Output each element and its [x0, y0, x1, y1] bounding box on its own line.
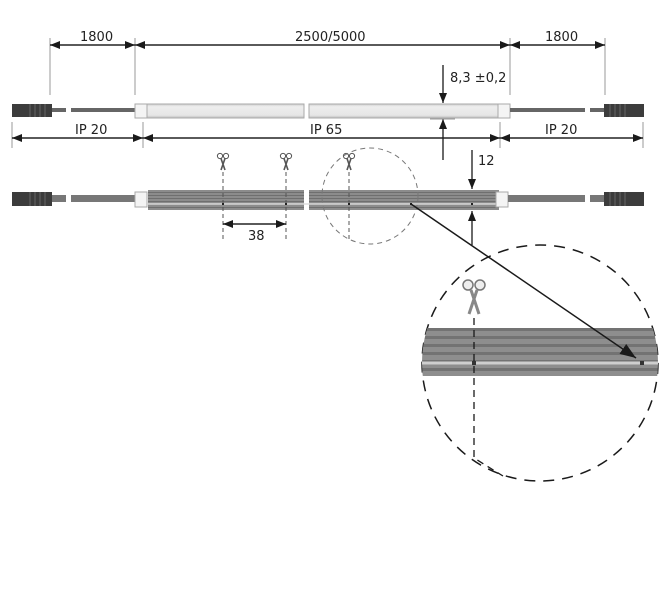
zone-left-label: IP 20 — [75, 123, 107, 138]
connector-icon — [604, 104, 644, 117]
end-cap — [495, 191, 509, 208]
cable — [590, 108, 604, 112]
scissors-icon — [342, 152, 356, 171]
led-strip — [308, 103, 505, 119]
cable — [71, 108, 135, 112]
cut-mark — [216, 152, 230, 242]
scissors-icon — [461, 278, 487, 316]
detail-view — [410, 203, 659, 482]
cut-mark — [279, 152, 293, 242]
dim-left-cable-label: 1800 — [80, 30, 113, 45]
connector-icon — [12, 104, 52, 117]
cable — [510, 108, 585, 112]
cable — [52, 195, 66, 202]
end-cap — [497, 103, 511, 119]
dim-height-label: 8,3 ±0,2 — [450, 71, 506, 86]
cable — [71, 195, 135, 202]
cut-line — [473, 318, 504, 477]
cable — [508, 195, 585, 202]
dim-right-cable-label: 1800 — [545, 30, 578, 45]
detail-callout-circle — [321, 147, 419, 245]
bottom-view: 38 12 — [12, 147, 644, 245]
cable — [590, 195, 604, 202]
led-strip-bottom — [148, 190, 304, 210]
detail-pointer-arrow — [410, 203, 637, 359]
connector-icon — [12, 192, 52, 206]
zone-right-label: IP 20 — [545, 123, 577, 138]
magnified-strip — [422, 328, 658, 376]
scissors-icon — [279, 152, 293, 171]
dim-width-label: 12 — [478, 154, 495, 169]
end-cap — [134, 103, 148, 119]
dim-strip-length-label: 2500/5000 — [295, 30, 366, 45]
cable — [52, 108, 66, 112]
top-view: 1800 2500/5000 1800 8,3 ±0,2 — [11, 30, 644, 160]
zone-center-label: IP 65 — [310, 123, 342, 138]
cut-mark — [342, 152, 356, 242]
connector-icon — [604, 192, 644, 206]
end-cap — [134, 191, 148, 208]
dim-cut-interval-label: 38 — [248, 229, 265, 244]
scissors-icon — [216, 152, 230, 171]
led-strip — [146, 103, 305, 119]
led-strip-bottom — [309, 190, 499, 210]
